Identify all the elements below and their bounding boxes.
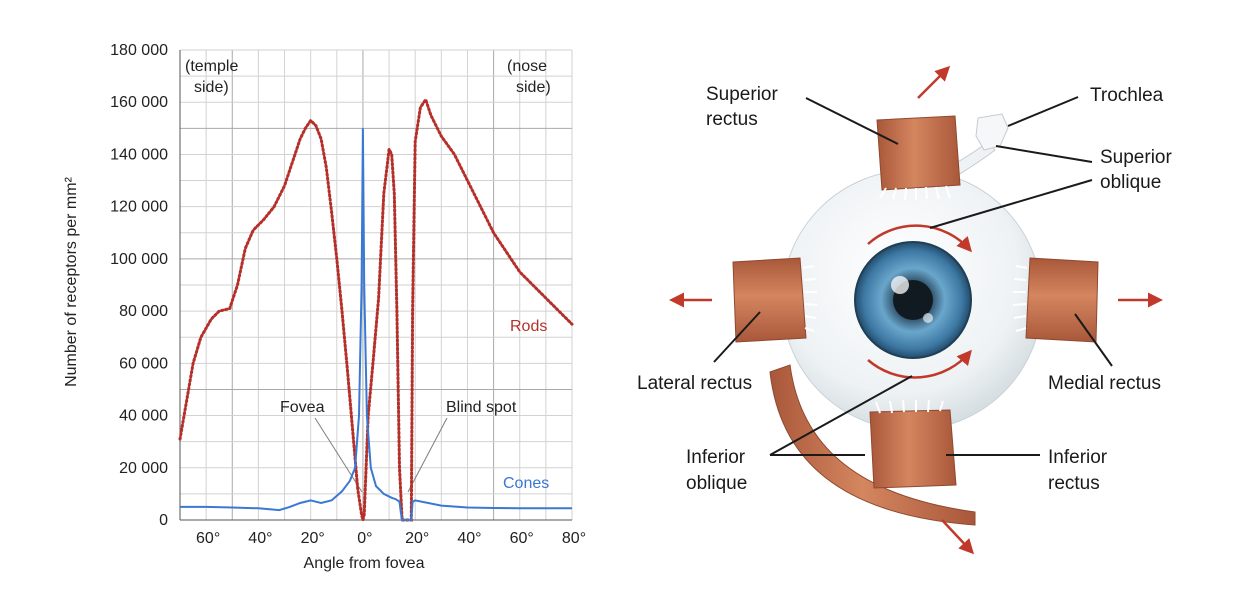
series-line-cones	[180, 128, 572, 521]
blind-spot-annotation: Blind spot	[446, 399, 517, 416]
y-tick-label: 100 000	[110, 251, 168, 268]
inferior-rectus-muscle	[869, 409, 957, 489]
temple-side-label-line1: (temple	[185, 58, 238, 75]
superior-rectus-tendon	[879, 185, 951, 201]
temple-side-label-line2: side)	[194, 79, 229, 96]
x-tick-label: 60°	[196, 530, 220, 547]
series-layer	[178, 96, 574, 522]
receptor-density-chart: 0 20 000 40 000 60 000 80 000 100 000 120 000 1…	[63, 42, 586, 572]
blind-spot-leader-line	[407, 417, 448, 493]
superior-direction-arrow	[917, 65, 951, 99]
y-tick-label: 80 000	[119, 303, 168, 320]
y-tick-label: 20 000	[119, 460, 168, 477]
y-axis-title: Number of receptors per mm²	[63, 176, 80, 387]
inferior-oblique-label-line1: Inferior	[686, 447, 746, 468]
fovea-annotation: Fovea	[280, 399, 325, 416]
rods-series-label: Rods	[510, 318, 547, 335]
iris-highlight	[891, 276, 909, 294]
grid	[179, 49, 573, 521]
superior-oblique-label-line2: oblique	[1100, 172, 1161, 193]
series-line-rods	[178, 96, 574, 522]
iris-highlight-small	[923, 313, 933, 323]
x-tick-label: 40°	[457, 530, 481, 547]
lateral-rectus-label: Lateral rectus	[637, 373, 752, 394]
medial-rectus-muscle	[1025, 257, 1099, 343]
cones-series-label: Cones	[503, 475, 549, 492]
x-axis-title: Angle from fovea	[304, 555, 425, 572]
y-tick-label: 120 000	[110, 199, 168, 216]
trochlea-shape	[975, 113, 1009, 151]
nose-side-label-line2: side)	[516, 79, 551, 96]
superior-rectus-label-line1: Superior	[706, 84, 778, 105]
x-tick-label: 40°	[248, 530, 272, 547]
trochlea-label: Trochlea	[1090, 85, 1164, 106]
rotation-arrow-lower	[867, 349, 972, 379]
x-tick-label: 0°	[357, 530, 372, 547]
medial-rectus-label: Medial rectus	[1048, 373, 1161, 394]
inferior-oblique-label-line2: oblique	[686, 473, 747, 494]
x-tick-label: 80°	[562, 530, 586, 547]
nose-side-label-line1: (nose	[507, 58, 547, 75]
y-tick-label: 60 000	[119, 355, 168, 372]
y-tick-label: 40 000	[119, 408, 168, 425]
inferior-rectus-label-line1: Inferior	[1048, 447, 1108, 468]
eye-muscle-diagram: Superior rectus Trochlea Superior obliqu…	[637, 65, 1172, 555]
x-tick-label: 60°	[510, 530, 534, 547]
x-tick-label: 20°	[301, 530, 325, 547]
x-tick-labels: 60° 40° 20° 0° 20° 40° 60° 80°	[196, 530, 586, 547]
rotation-arrow-upper	[867, 224, 972, 253]
lateral-rectus-tendon	[802, 265, 818, 332]
fovea-leader-line	[314, 417, 363, 493]
inferior-direction-arrow	[941, 519, 975, 555]
inferior-rectus-label-line2: rectus	[1048, 473, 1100, 494]
y-tick-label: 180 000	[110, 42, 168, 59]
diagram-leader-lines	[713, 96, 1113, 456]
inferior-rectus-tendon	[875, 399, 944, 414]
superior-rectus-muscle	[876, 115, 961, 191]
y-tick-label: 160 000	[110, 94, 168, 111]
superior-oblique-label-line1: Superior	[1100, 147, 1172, 168]
y-tick-labels: 0 20 000 40 000 60 000 80 000 100 000 120 000 1…	[110, 42, 168, 529]
inferior-oblique-muscle	[769, 364, 976, 526]
superior-rectus-label-line2: rectus	[706, 109, 758, 130]
x-tick-label: 20°	[405, 530, 429, 547]
medial-rectus-tendon	[1012, 265, 1028, 332]
y-tick-label: 140 000	[110, 146, 168, 163]
y-tick-label: 0	[159, 512, 168, 529]
